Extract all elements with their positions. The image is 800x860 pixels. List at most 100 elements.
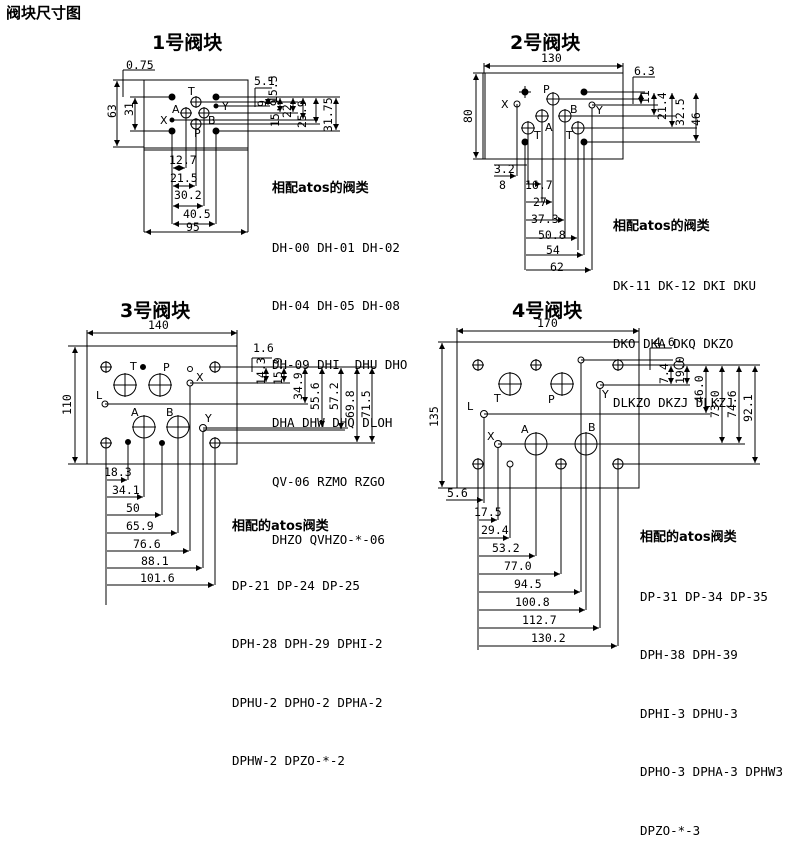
b2-dim-37.3: 37.3: [531, 212, 559, 226]
compat-header: 相配atos的阀类: [613, 219, 710, 234]
b4-port-A: A: [521, 423, 529, 436]
b2-dim-11: 11: [638, 90, 652, 104]
compat-line: DPHW-2 DPZO-*-2: [232, 753, 345, 768]
b3-dim-14.3: 14.3: [254, 357, 268, 385]
b3-dim-101.6: 101.6: [140, 571, 175, 585]
b3-dim-110: 110: [60, 394, 74, 415]
b4-port-X: X: [487, 430, 495, 443]
drawing-canvas: 0.75 63 31 5.1 9 15.5 15.9 22 25.9 31.75…: [60, 51, 760, 650]
b4-port-B: B: [588, 421, 596, 434]
b3-port-B: B: [166, 406, 174, 419]
b3-dim-71.5: 71.5: [359, 390, 373, 418]
b1-port-P: P: [194, 127, 201, 140]
compat-line: DPHI-3 DPHU-3: [640, 705, 738, 721]
compat-line: DPHO-3 DPHA-3 DPHW3: [640, 764, 783, 779]
b1-dim-31: 31: [122, 102, 136, 116]
b2-dim-32.5: 32.5: [673, 98, 687, 126]
b4-dim-46.0: 46.0: [692, 375, 706, 403]
b4-dim-77.0: 77.0: [504, 559, 532, 573]
compat-line: DPH-28 DPH-29 DPHI-2: [232, 636, 383, 651]
b4-port-L: L: [467, 400, 474, 413]
b3-dim-69.8: 69.8: [343, 390, 357, 418]
compat-line: DHZO QVHZO-*-06: [272, 532, 385, 547]
b1-dim-95: 95: [186, 220, 200, 234]
compat-line: DP-31 DP-34 DP-35: [640, 588, 768, 604]
b4-dim-29.4: 29.4: [481, 523, 509, 537]
block-2-title: 2号阀块: [510, 32, 581, 54]
b1-dim-9: 9: [255, 100, 269, 107]
b1-port-A: A: [172, 103, 180, 116]
b4-dim-73.0: 73.0: [708, 390, 722, 418]
b4-port-T: T: [493, 392, 501, 405]
b3-dim-34.9: 34.9: [291, 372, 305, 400]
b2-port-P: P: [543, 83, 550, 96]
b4-port-P: P: [548, 393, 555, 406]
b1-port-X: X: [160, 114, 168, 127]
b2-dim-50.8: 50.8: [538, 228, 566, 242]
b2-dim-8: 8: [499, 178, 506, 192]
b4-port-Y: Y: [601, 388, 609, 401]
b3-port-T: T: [129, 360, 137, 373]
b3-dim-1.6: 1.6: [253, 341, 274, 355]
b1-port-Y: Y: [221, 100, 229, 113]
block-4-title: 4号阀块: [512, 300, 583, 322]
b1-dim-15.5: 15.5: [266, 75, 280, 103]
b1-port-T: T: [187, 85, 195, 98]
b3-dim-15.9: 15.9: [271, 357, 285, 385]
b3-dim-34.1: 34.1: [112, 483, 140, 497]
b4-dim-5.6: 5.6: [447, 486, 468, 500]
b2-dim-80: 80: [461, 109, 475, 123]
b3-dim-140: 140: [148, 318, 169, 332]
b2-port-T-left: T: [533, 129, 541, 142]
b3-dim-65.9: 65.9: [126, 519, 154, 533]
b4-dim-170: 170: [537, 316, 558, 330]
b4-dim-130.2: 130.2: [531, 631, 566, 645]
b2-dim-3.2: 3.2: [494, 162, 515, 176]
page-title: 阀块尺寸图: [6, 4, 82, 22]
b1-dim-40.5: 40.5: [183, 207, 211, 221]
compat-line: DHA DHW DHQ DLOH: [272, 415, 393, 430]
block-4-compat-list: 相配的atos阀类 DP-31 DP-34 DP-35 DPH-38 DPH-3…: [640, 489, 783, 860]
compat-header: 相配的atos阀类: [640, 530, 737, 545]
b3-dim-76.6: 76.6: [133, 537, 161, 551]
b1-port-B: B: [208, 114, 216, 127]
b3-dim-88.1: 88.1: [141, 554, 169, 568]
block-3-drawing: [68, 330, 375, 605]
compat-line: QV-06 RZMO RZGO: [272, 473, 385, 489]
b2-port-Y: Y: [595, 104, 603, 117]
b1-dim-22: 22: [280, 104, 294, 118]
b1-dim-5.1: 5.1: [254, 74, 275, 88]
b4-dim-92.1: 92.1: [741, 394, 755, 422]
b2-port-T-right: T: [565, 129, 573, 142]
b3-dim-55.6: 55.6: [308, 382, 322, 410]
b3-dim-18.3: 18.3: [104, 465, 132, 479]
b3-port-X: X: [196, 371, 204, 384]
b3-port-A: A: [131, 406, 139, 419]
b4-dim-112.7: 112.7: [522, 613, 557, 627]
b2-dim-16.7: 16.7: [525, 178, 553, 192]
b3-port-L: L: [96, 389, 103, 402]
compat-line: DK-11 DK-12 DKI DKU: [613, 277, 756, 293]
b3-dim-57.2: 57.2: [327, 382, 341, 410]
block-4-body: [456, 341, 640, 489]
block-2-compat-list: 相配atos的阀类 DK-11 DK-12 DKI DKU DKO DKA DK…: [613, 178, 756, 432]
b1-dim-30.2: 30.2: [174, 188, 202, 202]
b4-dim-19.0: 19.0: [673, 356, 687, 384]
b2-dim-62: 62: [550, 260, 564, 274]
b2-dim-54: 54: [546, 243, 560, 257]
b1-dim-15.9: 15.9: [268, 99, 282, 127]
compat-line: DH-09 DHI DHU DHO: [272, 356, 408, 372]
b4-dim-7.4: 7.4: [657, 363, 671, 384]
b4-dim-4.6: 4.6: [654, 335, 675, 349]
b2-dim-46: 46: [689, 112, 703, 126]
b2-dim-130: 130: [541, 51, 562, 65]
b2-dim-21.4: 21.4: [655, 92, 669, 120]
b1-dim-0.75: 0.75: [126, 58, 154, 72]
b4-dim-74.6: 74.6: [725, 390, 739, 418]
b2-port-B: B: [570, 103, 578, 116]
b4-dim-100.8: 100.8: [515, 595, 550, 609]
b4-dim-53.2: 53.2: [492, 541, 520, 555]
b3-dim-50: 50: [126, 501, 140, 515]
b3-port-P: P: [163, 361, 170, 374]
compat-line: DKO DKA DKQ DKZO: [613, 336, 734, 351]
